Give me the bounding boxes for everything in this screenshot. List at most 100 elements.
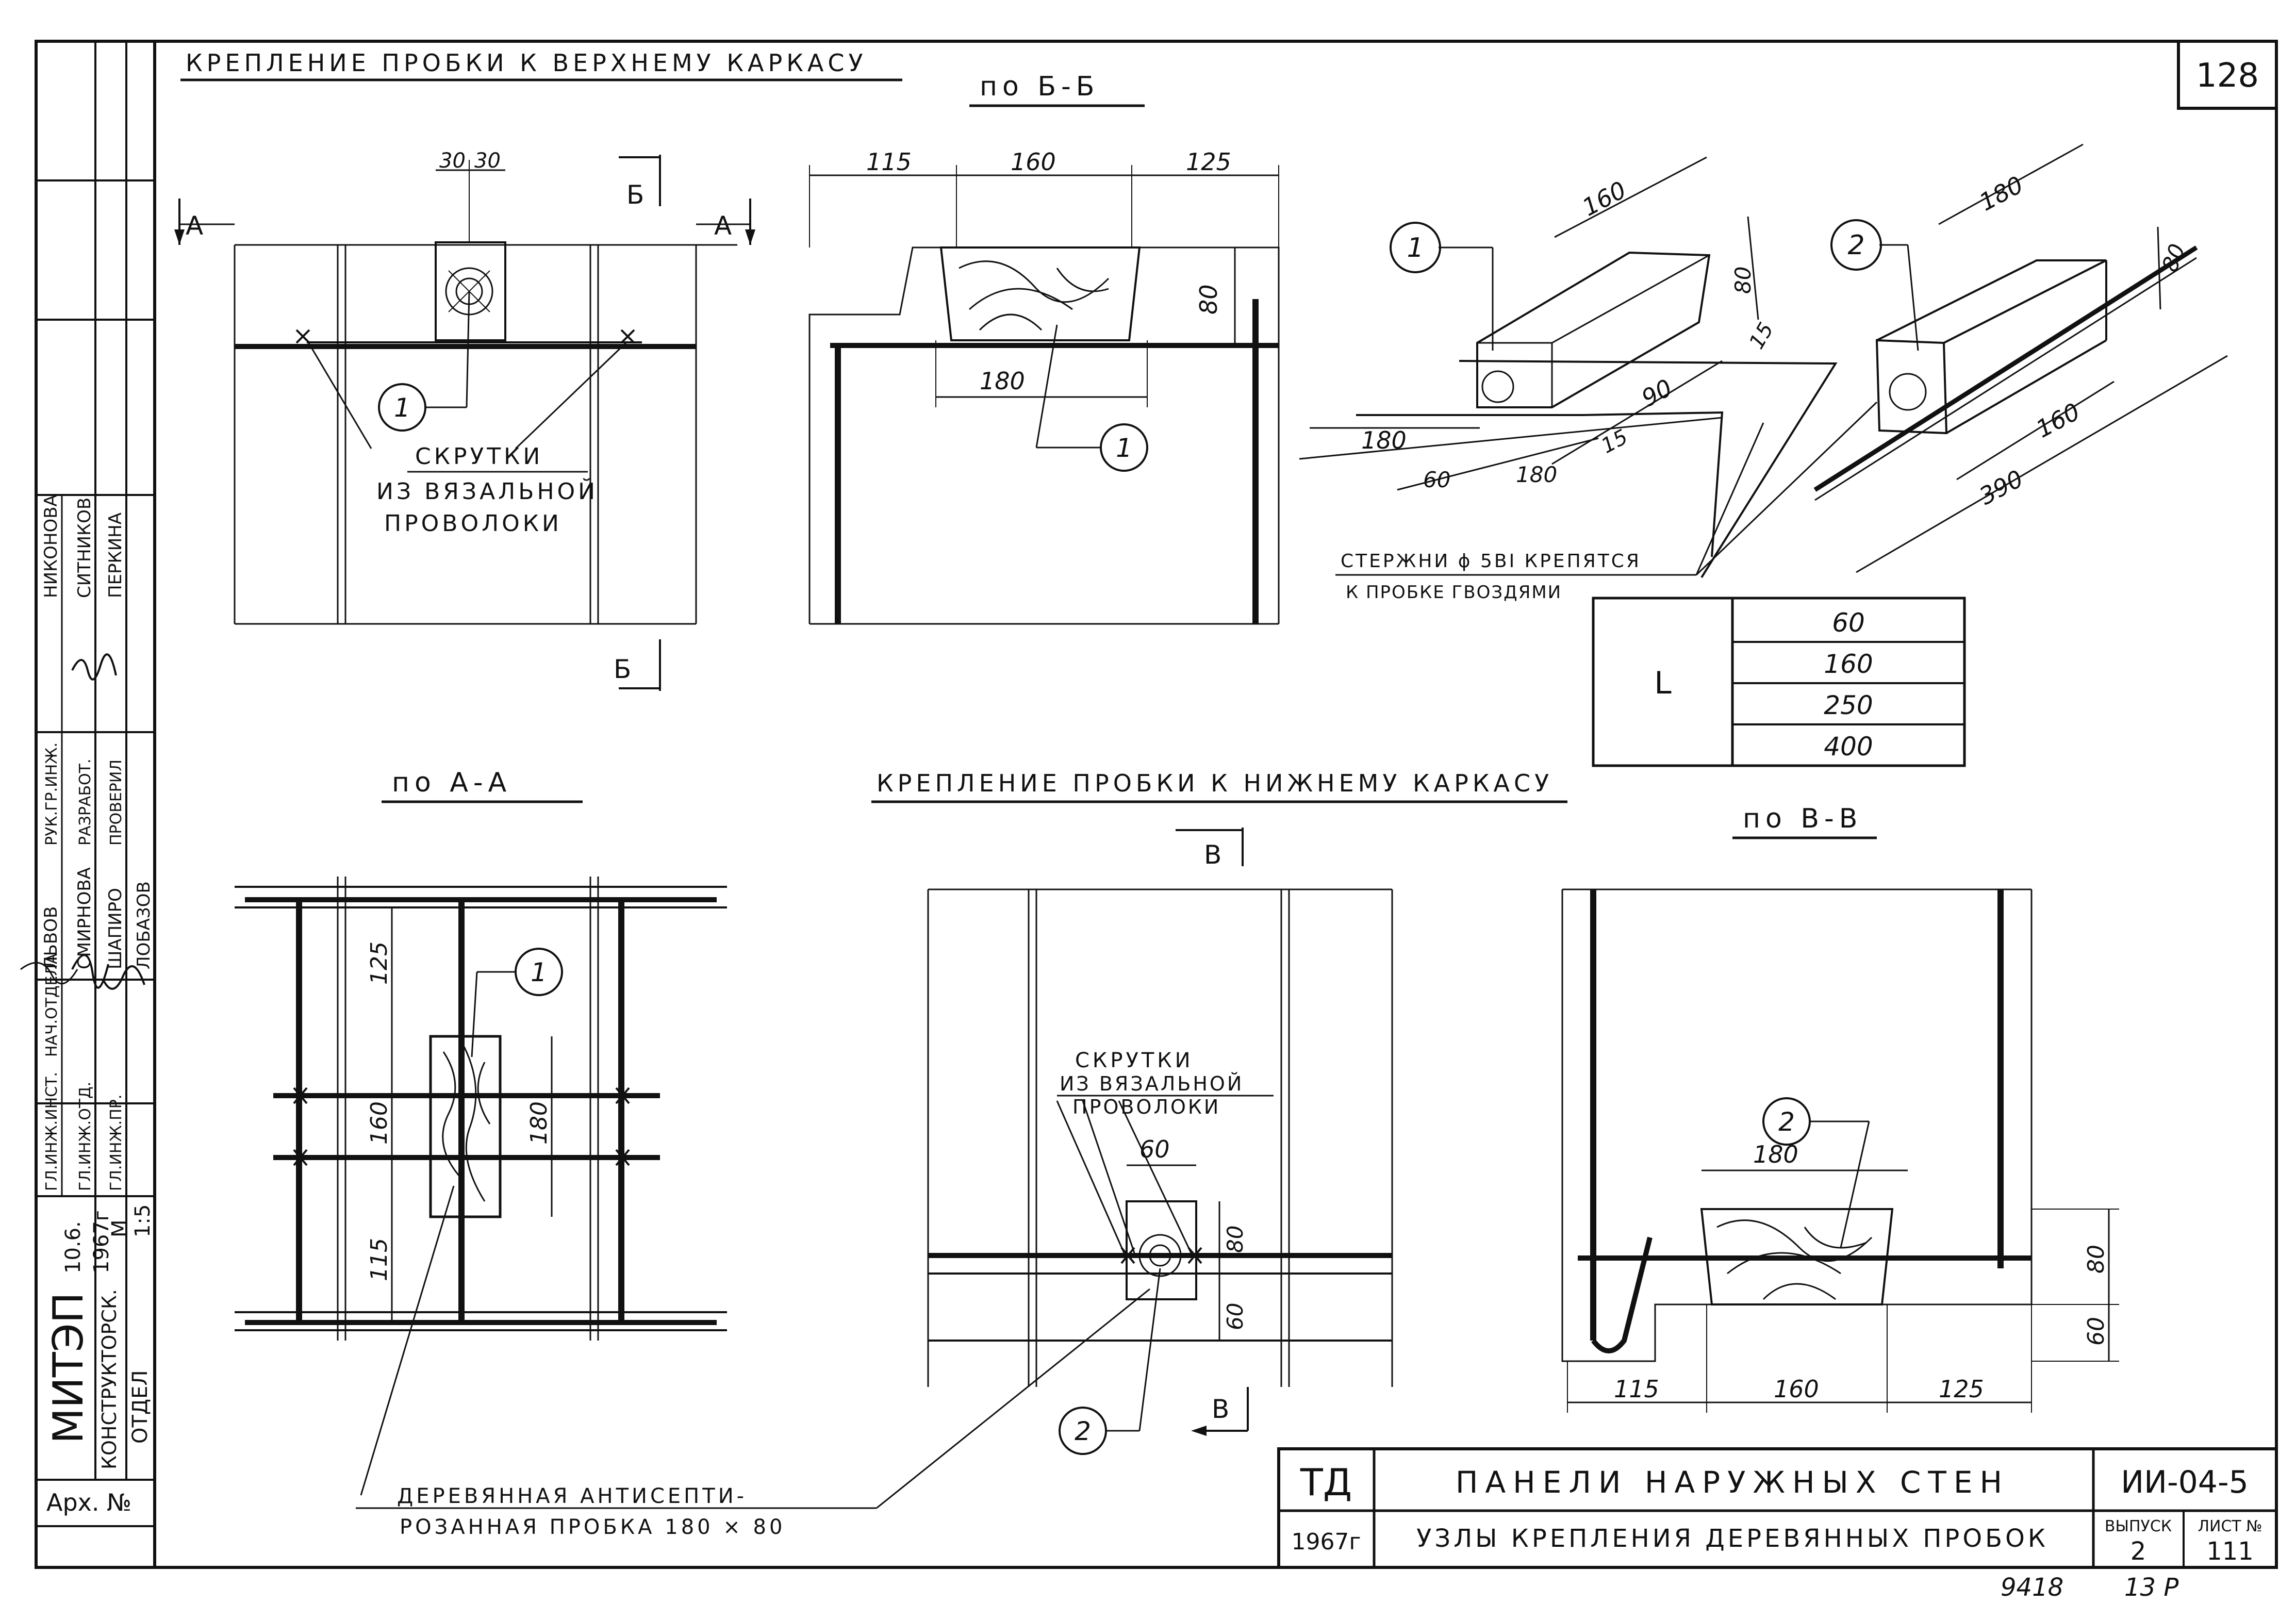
- title-lower-frame: КРЕПЛЕНИЕ ПРОБКИ К НИЖНЕМУ КАРКАСУ: [877, 769, 1553, 797]
- stamp-name: НИКОНОВА: [41, 494, 61, 598]
- dim-label: 125: [366, 941, 392, 985]
- note-twists: ИЗ ВЯЗАЛЬНОЙ: [1060, 1072, 1244, 1095]
- signature: [102, 965, 145, 990]
- dim-label: 115: [366, 1238, 392, 1281]
- view-section-aa: 125 160 115 180 1: [235, 877, 727, 1496]
- dim-label: 60: [1423, 467, 1450, 492]
- stamp-role: НАЧ.ОТДЕЛА: [43, 953, 61, 1057]
- title-block-issue: 2: [2130, 1537, 2146, 1566]
- dim-label: 390: [1975, 465, 2028, 510]
- sheet-number: 128: [2196, 57, 2259, 95]
- callout-2: 2: [1847, 230, 1864, 261]
- note-twists: СКРУТКИ: [415, 443, 543, 470]
- note-twists: ПРОВОЛОКИ: [384, 510, 562, 537]
- note-rods: СТЕРЖНИ ϕ 5BI КРЕПЯТСЯ: [1341, 551, 1641, 572]
- callout-2: 2: [1075, 1416, 1091, 1446]
- stamp-date-line2: 1967г: [90, 1210, 113, 1274]
- sheet-number-box: [2177, 40, 2278, 110]
- l-table-value: 400: [1824, 732, 1873, 762]
- dim-label: 60: [2083, 1317, 2109, 1346]
- callout-2: 2: [1778, 1107, 1795, 1137]
- dim-label: 125: [1186, 148, 1231, 176]
- dim-label: 160: [366, 1101, 392, 1145]
- signature: [71, 954, 109, 989]
- stamp-name: ПЕРКИНА: [105, 513, 126, 598]
- dim-label: 15: [1745, 319, 1778, 353]
- l-table-value: 160: [1824, 649, 1873, 679]
- stamp-archive: Арх. №: [46, 1489, 131, 1516]
- dim-label: 180: [980, 367, 1025, 395]
- signature: [20, 962, 78, 985]
- dim-label: 30: [439, 149, 466, 173]
- dim-label: 60: [1139, 1135, 1170, 1163]
- stamp-name: ЛОБАЗОВ: [134, 881, 154, 969]
- callout-1: 1: [1116, 433, 1132, 463]
- section-mark-v: В: [1212, 1394, 1229, 1424]
- stamp-role: ГЛ.ИНЖ.ИНСТ.: [43, 1072, 61, 1191]
- stamp-date-line1: 10.6.: [61, 1221, 85, 1274]
- callout-1: 1: [1407, 233, 1424, 263]
- title-section-bb: по Б-Б: [980, 71, 1099, 102]
- title-block-sheet-label: ЛИСТ №: [2198, 1517, 2262, 1535]
- left-stamp: МИТЭП КОНСТРУКТОРСК. ОТДЕЛ 10.6. 1967г М…: [20, 41, 155, 1527]
- dim-label: 60: [1223, 1303, 1248, 1330]
- stamp-name: СИТНИКОВ: [74, 498, 95, 598]
- callout-1: 1: [531, 957, 547, 987]
- view-iso-plug-2: 180 80 160 390 2: [1813, 143, 2228, 573]
- note-twists: ПРОВОЛОКИ: [1072, 1096, 1220, 1118]
- dim-label: 180: [1975, 171, 2028, 217]
- section-mark-a: А: [186, 211, 203, 241]
- dim-label: 160: [1578, 176, 1631, 222]
- dim-label: 30: [474, 149, 501, 173]
- stamp-role: ГЛ.ИНЖ.ПР.: [107, 1095, 125, 1191]
- stamp-role: ПРОВЕРИЛ: [107, 759, 125, 846]
- title-block: ТД 1967г ПАНЕЛИ НАРУЖНЫХ СТЕН УЗЛЫ КРЕПЛ…: [1277, 1447, 2278, 1569]
- title-block-year: 1967г: [1291, 1529, 1361, 1555]
- view-section-vv: 115 160 125 80 60 180 2: [1561, 888, 2119, 1413]
- stamp-role: РАЗРАБОТ.: [76, 758, 94, 846]
- stamp-name: ШАПИРО: [105, 888, 126, 969]
- dim-label: 80: [1195, 284, 1223, 315]
- stamp-scale-label: М: [108, 1219, 131, 1237]
- stamp-scale-value: 1:5: [131, 1204, 155, 1237]
- dim-label: 115: [1614, 1375, 1659, 1403]
- stamp-dept-line1: КОНСТРУКТОРСК.: [98, 1289, 121, 1469]
- stamp-dept-line2: ОТДЕЛ: [128, 1370, 152, 1444]
- dim-label: 115: [866, 148, 912, 176]
- stamp-name: ЛЬВОВ: [41, 906, 61, 969]
- dim-label: 80: [2083, 1245, 2109, 1274]
- bottom-note: 13 P: [2124, 1573, 2178, 1602]
- view-section-bb: 115 160 125 80 180 1: [808, 148, 1280, 625]
- sheet-frame: [35, 40, 2278, 1569]
- l-table-label: L: [1654, 665, 1672, 701]
- stamp-org: МИТЭП: [44, 1292, 92, 1444]
- view-iso-plug-1: 160 80 15 90 15 180 60 180 1: [1299, 156, 1838, 578]
- callout-1: 1: [394, 393, 410, 423]
- title-upper-frame: КРЕПЛЕНИЕ ПРОБКИ К ВЕРХНЕМУ КАРКАСУ: [186, 49, 867, 77]
- title-block-sheet: 111: [2206, 1537, 2254, 1566]
- dim-label: 180: [526, 1101, 552, 1145]
- note-plug: ДЕРЕВЯННАЯ АНТИСЕПТИ-: [397, 1484, 747, 1508]
- signature: [71, 653, 117, 681]
- note-plug: РОЗАННАЯ ПРОБКА 180 × 80: [400, 1515, 785, 1539]
- title-block-title: ПАНЕЛИ НАРУЖНЫХ СТЕН: [1456, 1465, 2009, 1500]
- stamp-name: СМИРНОВА: [74, 867, 95, 969]
- dim-label: 180: [1361, 426, 1407, 454]
- section-mark-v: В: [1204, 840, 1221, 870]
- note-twists: ИЗ ВЯЗАЛЬНОЙ: [376, 477, 598, 505]
- title-block-issue-label: ВЫПУСК: [2105, 1517, 2172, 1535]
- bottom-note: 9418: [2001, 1573, 2063, 1602]
- title-section-vv: по В-В: [1743, 803, 1862, 834]
- l-table-value: 60: [1832, 608, 1865, 638]
- note-twists: СКРУТКИ: [1075, 1049, 1194, 1072]
- view-plan-upper: А А Б Б 30 30 1 СКРУТКИ ИЗ ВЯЗАЛЬНОЙ ПРО…: [174, 149, 755, 691]
- dim-label: 160: [1011, 148, 1056, 176]
- l-length-table: L 60 160 250 400: [1592, 597, 1966, 767]
- title-block-series: ИИ-04-5: [2121, 1464, 2249, 1500]
- section-mark-a: А: [714, 211, 732, 241]
- dim-label: 90: [1637, 374, 1677, 412]
- view-plan-lower: В В 60 80 60 СКРУТКИ ИЗ ВЯЗАЛЬНОЙ ПРОВОЛ…: [876, 828, 1393, 1509]
- stamp-role: РУК.ГР.ИНЖ.: [43, 742, 61, 846]
- l-table-value: 250: [1824, 690, 1873, 720]
